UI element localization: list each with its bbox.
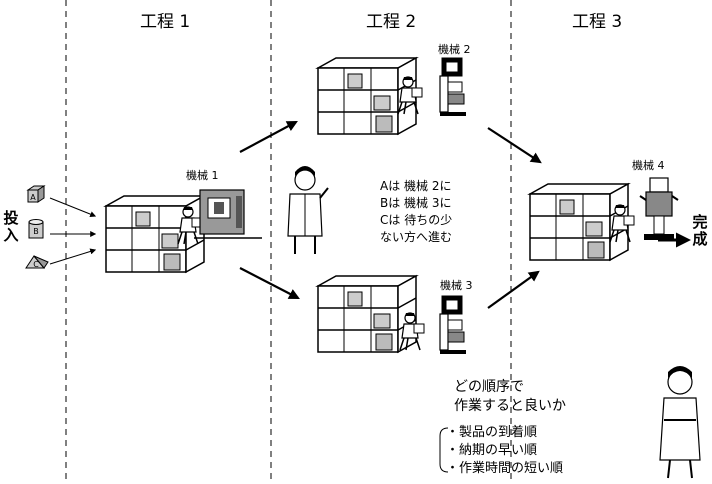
- stage-2-title: 工程 2: [366, 12, 417, 32]
- arrow-to-machine-2: [239, 120, 298, 153]
- criteria-item: ・作業時間の短い順: [446, 461, 564, 476]
- criteria-item: ・製品の到着順: [446, 425, 538, 440]
- criteria-bracket: [439, 427, 449, 473]
- output-label: 完 成: [692, 213, 708, 249]
- machine-3-label: 機械 3: [440, 279, 473, 292]
- machine-3-icon: [439, 295, 467, 355]
- part-a-icon: [26, 185, 46, 203]
- thinking-person-icon: [659, 366, 701, 479]
- sequencing-question: どの順序で 作業すると良いか: [454, 379, 566, 414]
- criteria-item: ・納期の早い順: [446, 443, 538, 458]
- machine-4-robot-icon: [639, 177, 679, 240]
- arrow-from-machine-2: [487, 127, 542, 164]
- machine-1-label: 機械 1: [186, 169, 219, 182]
- stage-1-title: 工程 1: [140, 12, 191, 32]
- part-b-icon: [28, 219, 44, 239]
- stage-3-title: 工程 3: [572, 12, 623, 32]
- part-b-letter: B: [33, 227, 39, 236]
- part-c-letter: C: [33, 260, 39, 269]
- criteria-list: ・製品の到着順 ・納期の早い順 ・作業時間の短い順: [446, 424, 563, 478]
- input-arrow-a: [49, 197, 97, 218]
- part-c-icon: [25, 255, 49, 269]
- arrow-from-machine-3: [487, 270, 540, 309]
- arrow-to-machine-3: [239, 267, 300, 300]
- routing-rule: Aは 機械 2に Bは 機械 3に Cは 待ちの少 ない方へ進む: [380, 179, 453, 244]
- machine-2-icon: [439, 57, 467, 117]
- queue-rack-3: [317, 275, 417, 353]
- part-a-letter: A: [30, 193, 36, 202]
- input-arrow-c: [49, 248, 97, 265]
- manager-icon: [287, 166, 329, 254]
- machine-2-label: 機械 2: [438, 43, 471, 56]
- input-label: 投 入: [3, 209, 19, 245]
- machine-4-label: 機械 4: [632, 159, 665, 172]
- machine-1-icon: [194, 189, 262, 239]
